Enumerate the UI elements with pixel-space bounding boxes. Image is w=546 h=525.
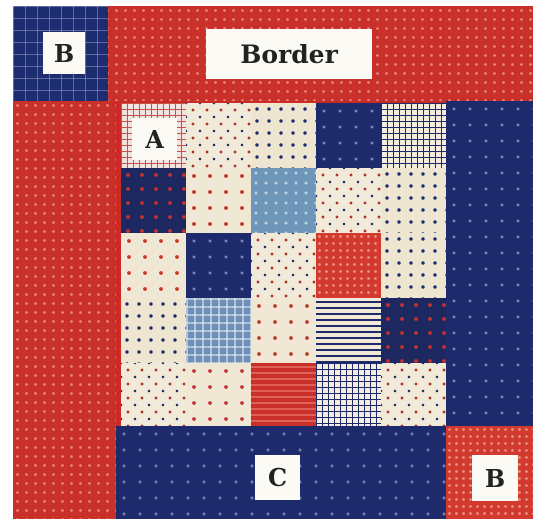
quilt-diagram [13,6,533,519]
label-a: A [132,118,177,160]
label-b-bottom-right: B [472,455,518,501]
patch-r4-c5 [381,298,446,363]
patch-r3-c3 [251,233,316,298]
patch-r5-c1 [121,363,186,426]
patch-r4-c1 [121,298,186,363]
patch-r5-c2 [186,363,251,426]
label-border: Border [206,29,372,79]
patch-r2-c2 [186,168,251,233]
patch-r1-c3 [251,103,316,168]
patch-r3-c1 [121,233,186,298]
patch-r4-c2 [186,298,251,363]
border-left [13,101,116,519]
patch-r4-c3 [251,298,316,363]
patch-r3-c4 [316,233,381,298]
patch-r2-c5 [381,168,446,233]
patch-r4-c4 [316,298,381,363]
patch-r1-c2 [186,103,251,168]
patch-r2-c4 [316,168,381,233]
border-right [446,101,533,426]
patch-r2-c1 [121,168,186,233]
patch-r5-c3 [251,363,316,426]
patch-r3-c2 [186,233,251,298]
label-c: C [255,455,300,500]
patch-r1-c4 [316,103,381,168]
patch-r1-c5 [381,103,446,168]
patch-r3-c5 [381,233,446,298]
patch-r5-c4 [316,363,381,426]
patch-r2-c3 [251,168,316,233]
patch-r5-c5 [381,363,446,426]
label-b-top-left: B [43,32,85,74]
